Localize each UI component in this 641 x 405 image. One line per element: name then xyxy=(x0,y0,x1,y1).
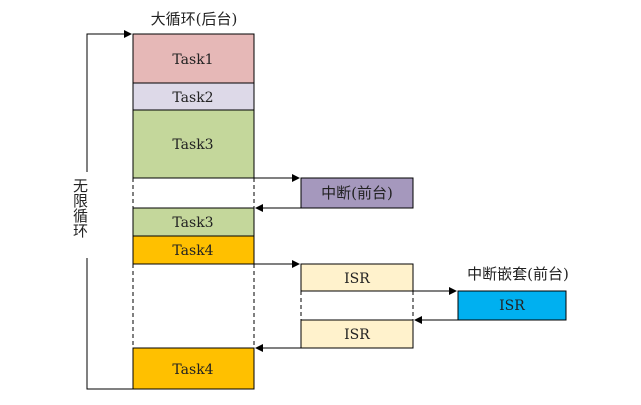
isr-gap-dashed xyxy=(300,291,414,320)
isr-resume-label: ISR xyxy=(344,327,370,343)
nested-interrupt-label: 中断嵌套(前台) xyxy=(467,265,569,283)
gap-dashed-2 xyxy=(132,264,255,348)
task2-block xyxy=(132,82,255,111)
infinite-loop-label: 无限循环 xyxy=(71,178,89,238)
isr-resume-block xyxy=(300,319,414,349)
isr-block xyxy=(300,263,414,292)
task4-resume-block xyxy=(132,347,255,390)
nested-isr-block xyxy=(457,290,567,321)
loop-bracket-bottom xyxy=(86,258,133,390)
task2-label: Task2 xyxy=(172,90,213,106)
task4-resume-label: Task4 xyxy=(172,362,213,378)
task3-block xyxy=(132,109,255,179)
background-loop-title: 大循环(后台) xyxy=(151,10,238,28)
task3-resume-block xyxy=(132,207,255,237)
task1-label: Task1 xyxy=(172,52,213,68)
task1-block xyxy=(132,33,255,84)
task4-block xyxy=(132,235,255,265)
task3-label: Task3 xyxy=(172,137,213,153)
nested-isr-label: ISR xyxy=(499,298,525,314)
isr-label: ISR xyxy=(344,271,370,287)
gap-dashed xyxy=(132,178,255,208)
interrupt-block xyxy=(300,177,414,209)
task3-resume-label: Task3 xyxy=(172,215,213,231)
interrupt-label: 中断(前台) xyxy=(321,184,393,202)
loop-arrow xyxy=(86,30,132,172)
task4-label: Task4 xyxy=(172,243,213,259)
